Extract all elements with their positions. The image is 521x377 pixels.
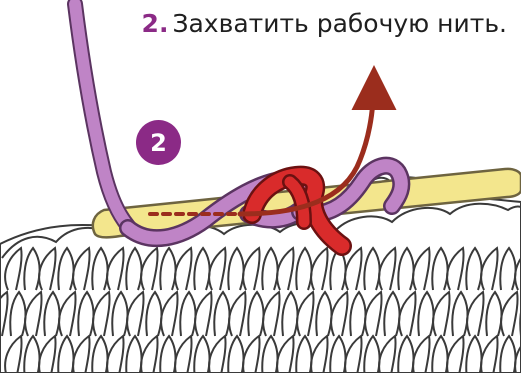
- badge-number: 2: [150, 129, 167, 157]
- step-caption: 2.Захватить рабочую нить.: [142, 10, 507, 39]
- step-number-badge: 2: [136, 120, 181, 165]
- step-instruction: Захватить рабочую нить.: [172, 9, 507, 38]
- purple-working-yarn: [75, 4, 401, 238]
- step-number: 2.: [142, 9, 169, 38]
